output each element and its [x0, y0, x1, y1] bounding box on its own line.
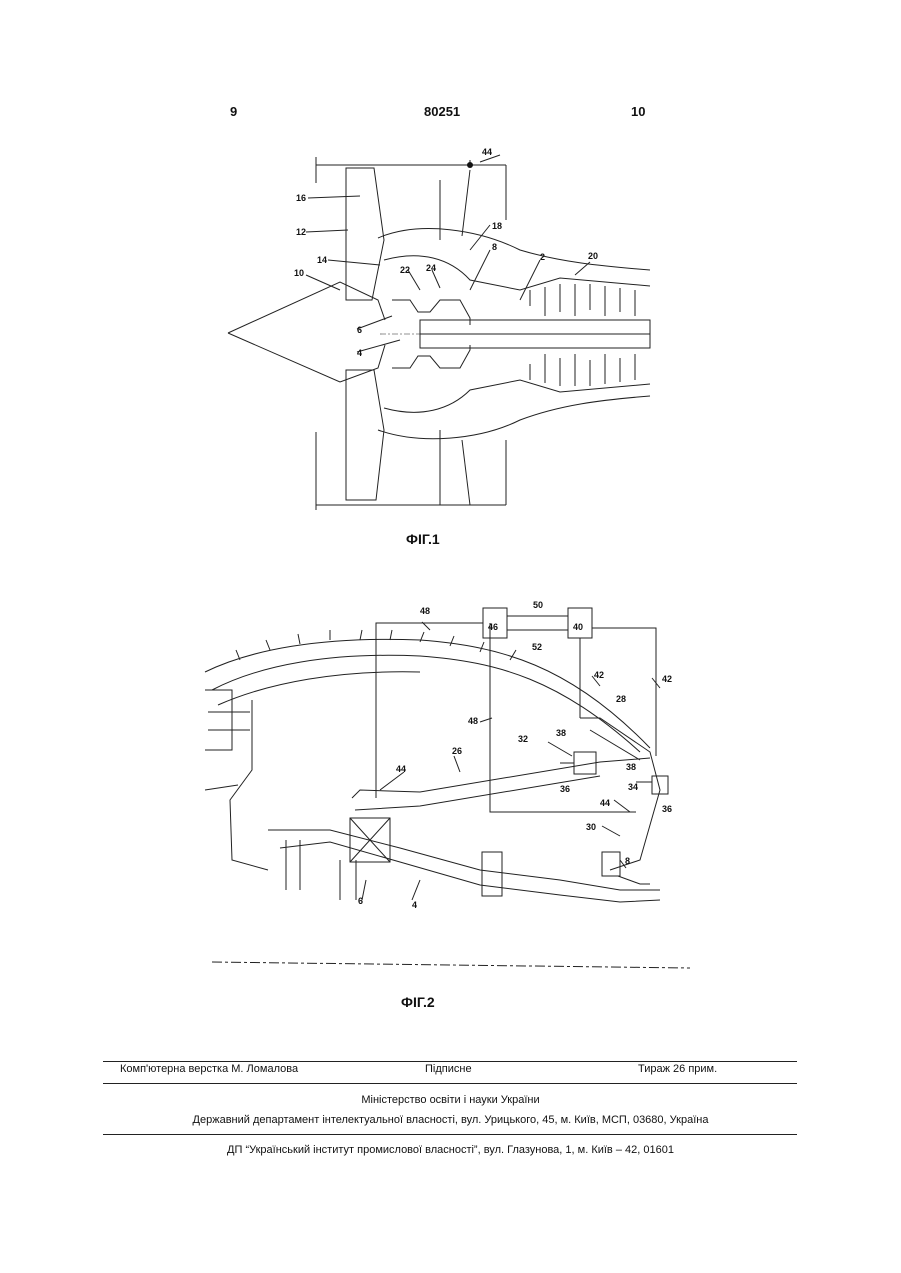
- fig2-label: 48: [420, 606, 430, 616]
- footer-circulation: Тираж 26 прим.: [638, 1063, 717, 1075]
- fig2-label: 44: [396, 764, 406, 774]
- fig2-label: 38: [626, 762, 636, 772]
- footer-typesetter: Комп'ютерна верстка М. Ломалова: [120, 1063, 298, 1075]
- fig2-caption: ФІГ.2: [401, 994, 435, 1010]
- footer-ministry: Міністерство освіти і науки України: [0, 1094, 901, 1106]
- fig2-label: 4: [412, 900, 417, 910]
- footer-institute: ДП “Український інститут промислової вла…: [0, 1144, 901, 1156]
- fig2-label: 42: [662, 674, 672, 684]
- footer-rule-middle: [103, 1083, 797, 1084]
- fig2-label: 38: [556, 728, 566, 738]
- fig2-drawing: 48 50 46 40 52 42 42 28 48 26 32 38 38 3…: [0, 0, 901, 1000]
- fig2-label: 52: [532, 642, 542, 652]
- fig2-label: 6: [358, 896, 363, 906]
- fig2-label: 34: [628, 782, 638, 792]
- fig2-label: 44: [600, 798, 610, 808]
- fig2-label: 26: [452, 746, 462, 756]
- fig2-label: 32: [518, 734, 528, 744]
- fig2-label: 48: [468, 716, 478, 726]
- fig2-label: 28: [616, 694, 626, 704]
- fig2-label: 50: [533, 600, 543, 610]
- fig2-label: 30: [586, 822, 596, 832]
- footer-signed: Підписне: [425, 1063, 472, 1075]
- fig2-label: 42: [594, 670, 604, 680]
- fig2-label: 36: [560, 784, 570, 794]
- fig2-label: 46: [488, 622, 498, 632]
- fig2-label: 36: [662, 804, 672, 814]
- footer-rule-top: [103, 1061, 797, 1062]
- fig2-label: 8: [625, 856, 630, 866]
- footer-department: Державний департамент інтелектуальної вл…: [0, 1114, 901, 1126]
- footer-rule-bottom: [103, 1134, 797, 1135]
- fig2-label: 40: [573, 622, 583, 632]
